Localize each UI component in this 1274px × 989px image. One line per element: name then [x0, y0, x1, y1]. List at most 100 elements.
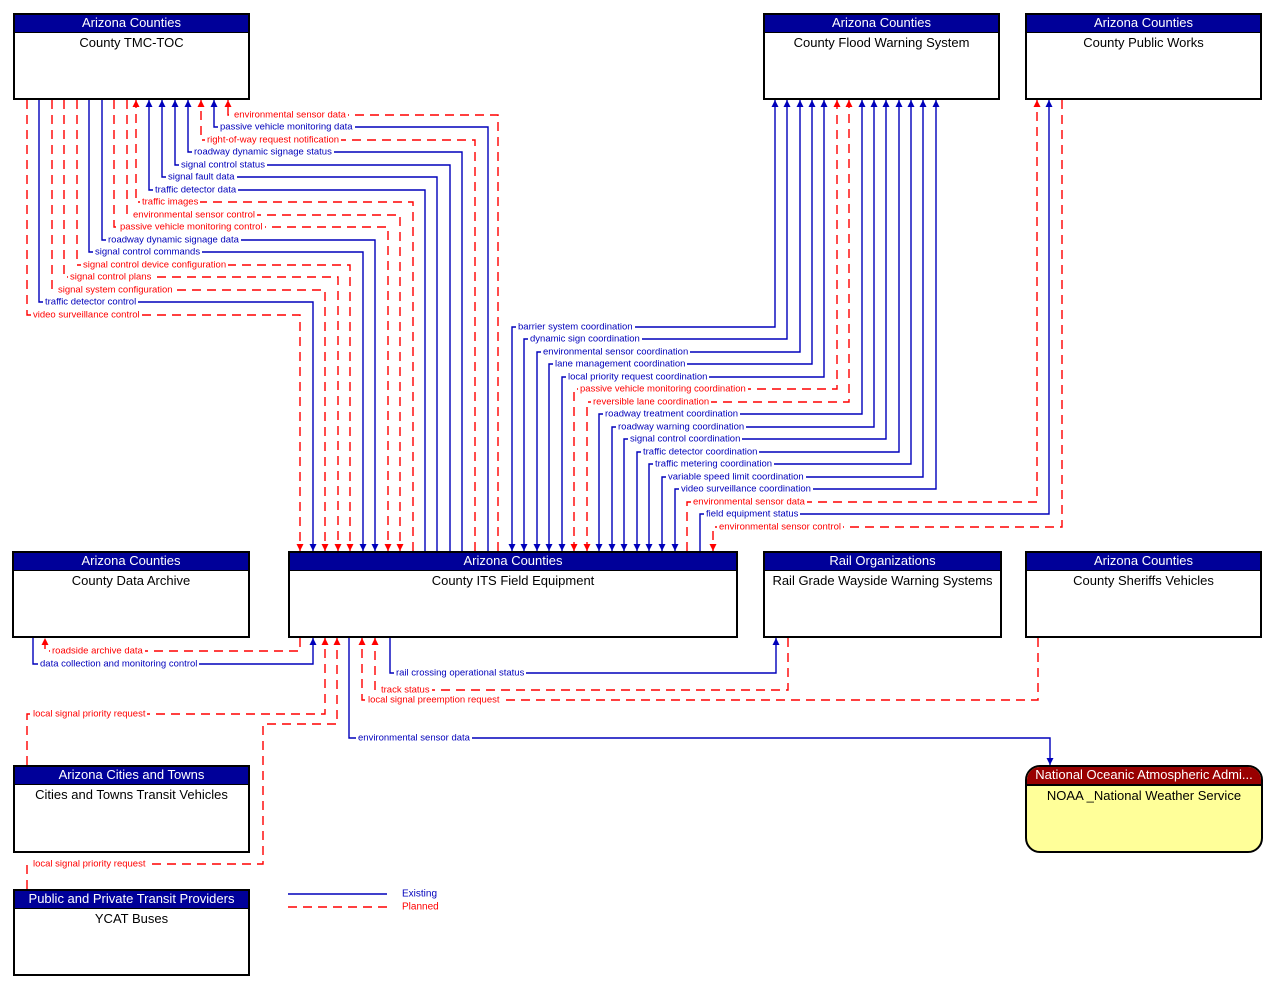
flow-label: signal control coordination [628, 433, 743, 445]
entity-org-header: National Oceanic Atmospheric Admi... [1027, 767, 1261, 786]
flow-line-existing [523, 100, 788, 551]
flow-arrowhead [645, 544, 653, 551]
flow-arrowhead [907, 100, 915, 107]
flow-line-planned [26, 638, 338, 889]
flow-label: roadway treatment coordination [603, 408, 741, 420]
entity-name: County Flood Warning System [793, 35, 970, 50]
flow-arrowhead [296, 544, 304, 551]
flow-label: environmental sensor coordination [541, 346, 691, 358]
flow-arrowhead [309, 544, 317, 551]
flow-label: local signal priority request [31, 858, 148, 870]
flow-label: signal fault data [166, 171, 237, 183]
flow-label: environmental sensor control [717, 521, 843, 533]
flow-label: traffic detector data [153, 184, 239, 196]
flow-label: signal control status [179, 159, 267, 171]
flow-line-existing [161, 100, 438, 551]
legend-existing-label: Existing [402, 888, 438, 900]
flow-label: lane management coordination [553, 358, 688, 370]
flow-label: environmental sensor control [131, 209, 257, 221]
flow-label: environmental sensor data [232, 109, 348, 121]
flow-label: traffic detector coordination [641, 446, 760, 458]
flow-line-planned [26, 100, 301, 551]
flow-arrowhead [882, 100, 890, 107]
flow-label: traffic metering coordination [653, 458, 775, 470]
flow-line-existing [348, 638, 1051, 765]
entity-org-header: Arizona Counties [290, 553, 736, 571]
flow-arrowhead [184, 100, 192, 107]
flow-arrowhead [359, 544, 367, 551]
flow-line-planned [63, 100, 339, 551]
flow-arrowhead [658, 544, 666, 551]
flow-arrowhead [358, 638, 366, 645]
flow-line-existing [88, 100, 364, 551]
flow-label: reversible lane coordination [591, 396, 712, 408]
flow-line-existing [389, 638, 777, 674]
flow-arrowhead [932, 100, 940, 107]
flow-arrowhead [709, 544, 717, 551]
flow-arrowhead [224, 100, 232, 107]
flow-line-planned [135, 100, 414, 551]
entity-org-header: Arizona Counties [15, 15, 248, 33]
flow-arrowhead [210, 100, 218, 107]
flow-arrowhead [820, 100, 828, 107]
flow-label: roadway warning coordination [616, 421, 747, 433]
flow-line-planned [712, 100, 1063, 551]
flow-arrowhead [858, 100, 866, 107]
flow-line-planned [51, 100, 326, 551]
entity-name: Rail Grade Wayside Warning Systems [772, 573, 993, 588]
flow-label: track status [379, 684, 432, 696]
flow-arrowhead [41, 638, 49, 645]
entity-org-header: Arizona Counties [14, 553, 248, 571]
flow-arrowhead [870, 100, 878, 107]
entity-name: County Public Works [1083, 35, 1204, 50]
flow-line-planned [26, 638, 326, 765]
flow-line-planned [686, 100, 1038, 551]
entity-name: NOAA _National Weather Service [1046, 788, 1242, 803]
flow-line-existing [623, 100, 887, 551]
entity-name: County Sheriffs Vehicles [1073, 573, 1214, 588]
flow-line-planned [126, 100, 401, 551]
flow-arrowhead [333, 638, 341, 645]
flow-label: video surveillance control [31, 309, 142, 321]
flow-label: roadway dynamic signage data [106, 234, 241, 246]
flow-label: local signal priority request [31, 708, 148, 720]
flow-arrowhead [783, 100, 791, 107]
flow-arrowhead [145, 100, 153, 107]
flow-arrowhead [197, 100, 205, 107]
flow-label: passive vehicle monitoring coordination [578, 383, 748, 395]
flow-label: dynamic sign coordination [528, 333, 642, 345]
flow-line-existing [174, 100, 451, 551]
flow-arrowhead [508, 544, 516, 551]
flow-label: traffic images [140, 196, 201, 208]
flow-arrowhead [671, 544, 679, 551]
flow-arrowhead [796, 100, 804, 107]
flow-arrowhead [845, 100, 853, 107]
flow-label: local priority request coordination [566, 371, 710, 383]
entity-org-header: Arizona Counties [765, 15, 998, 33]
flow-line-planned [361, 638, 1039, 701]
flow-label: video surveillance coordination [679, 483, 813, 495]
flow-line-existing [636, 100, 900, 551]
flow-arrowhead [771, 100, 779, 107]
flow-label: environmental sensor data [691, 496, 807, 508]
flow-arrowhead [595, 544, 603, 551]
flow-line-planned [586, 100, 850, 551]
entity-box-noaa-national-weather-service[interactable]: National Oceanic Atmospheric Admi... NOAA… [1025, 765, 1263, 853]
flow-arrowhead [158, 100, 166, 107]
flow-arrowhead [533, 544, 541, 551]
flow-label: passive vehicle monitoring data [218, 121, 355, 133]
flow-arrowhead [321, 638, 329, 645]
flow-arrowhead [520, 544, 528, 551]
flow-line-existing [38, 100, 314, 551]
flow-label: rail crossing operational status [394, 667, 527, 679]
entity-name: County TMC-TOC [79, 35, 184, 50]
